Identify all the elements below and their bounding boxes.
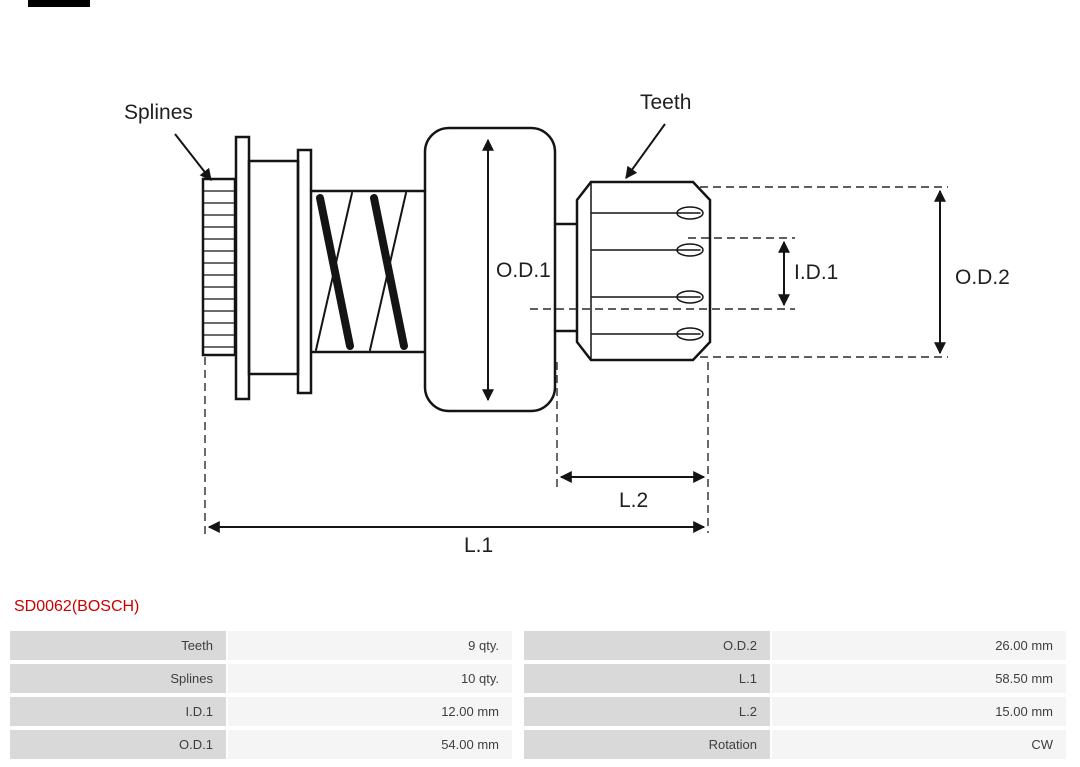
spec-label-cell: O.D.1 — [10, 730, 226, 759]
spec-label-cell: O.D.2 — [524, 631, 770, 660]
spec-value-cell: 54.00 mm — [228, 730, 512, 759]
dashed-extension-lines — [204, 186, 948, 536]
spec-value-cell: 12.00 mm — [228, 697, 512, 726]
od2-label: O.D.2 — [953, 266, 1012, 290]
leader-arrows — [174, 123, 666, 181]
spec-value-cell: 58.50 mm — [772, 664, 1066, 693]
logo-bar — [28, 0, 90, 7]
diagram-drawing — [174, 123, 948, 536]
table-column-gap — [514, 631, 522, 660]
teeth-label: Teeth — [638, 91, 694, 115]
part-number: SD0062(BOSCH) — [14, 598, 140, 615]
specs-table: Teeth 9 qty. O.D.2 26.00 mm Splines 10 q… — [10, 631, 1066, 759]
spec-value-cell: CW — [772, 730, 1066, 759]
drive-outline — [201, 126, 712, 413]
spec-label-cell: Teeth — [10, 631, 226, 660]
spec-label-cell: I.D.1 — [10, 697, 226, 726]
spec-label-cell: Splines — [10, 664, 226, 693]
od1-label: O.D.1 — [494, 259, 553, 283]
l1-label: L.1 — [462, 534, 496, 558]
table-column-gap — [514, 697, 522, 726]
spec-label-cell: L.2 — [524, 697, 770, 726]
spec-value-cell: 9 qty. — [228, 631, 512, 660]
splines-label: Splines — [122, 101, 195, 125]
spec-value-cell: 10 qty. — [228, 664, 512, 693]
spec-label-cell: Rotation — [524, 730, 770, 759]
id1-label: I.D.1 — [792, 261, 841, 285]
table-column-gap — [514, 664, 522, 693]
spec-value-cell: 26.00 mm — [772, 631, 1066, 660]
dimension-lines — [207, 138, 946, 533]
table-column-gap — [514, 730, 522, 759]
spec-label-cell: L.1 — [524, 664, 770, 693]
spec-value-cell: 15.00 mm — [772, 697, 1066, 726]
l2-label: L.2 — [617, 489, 651, 513]
